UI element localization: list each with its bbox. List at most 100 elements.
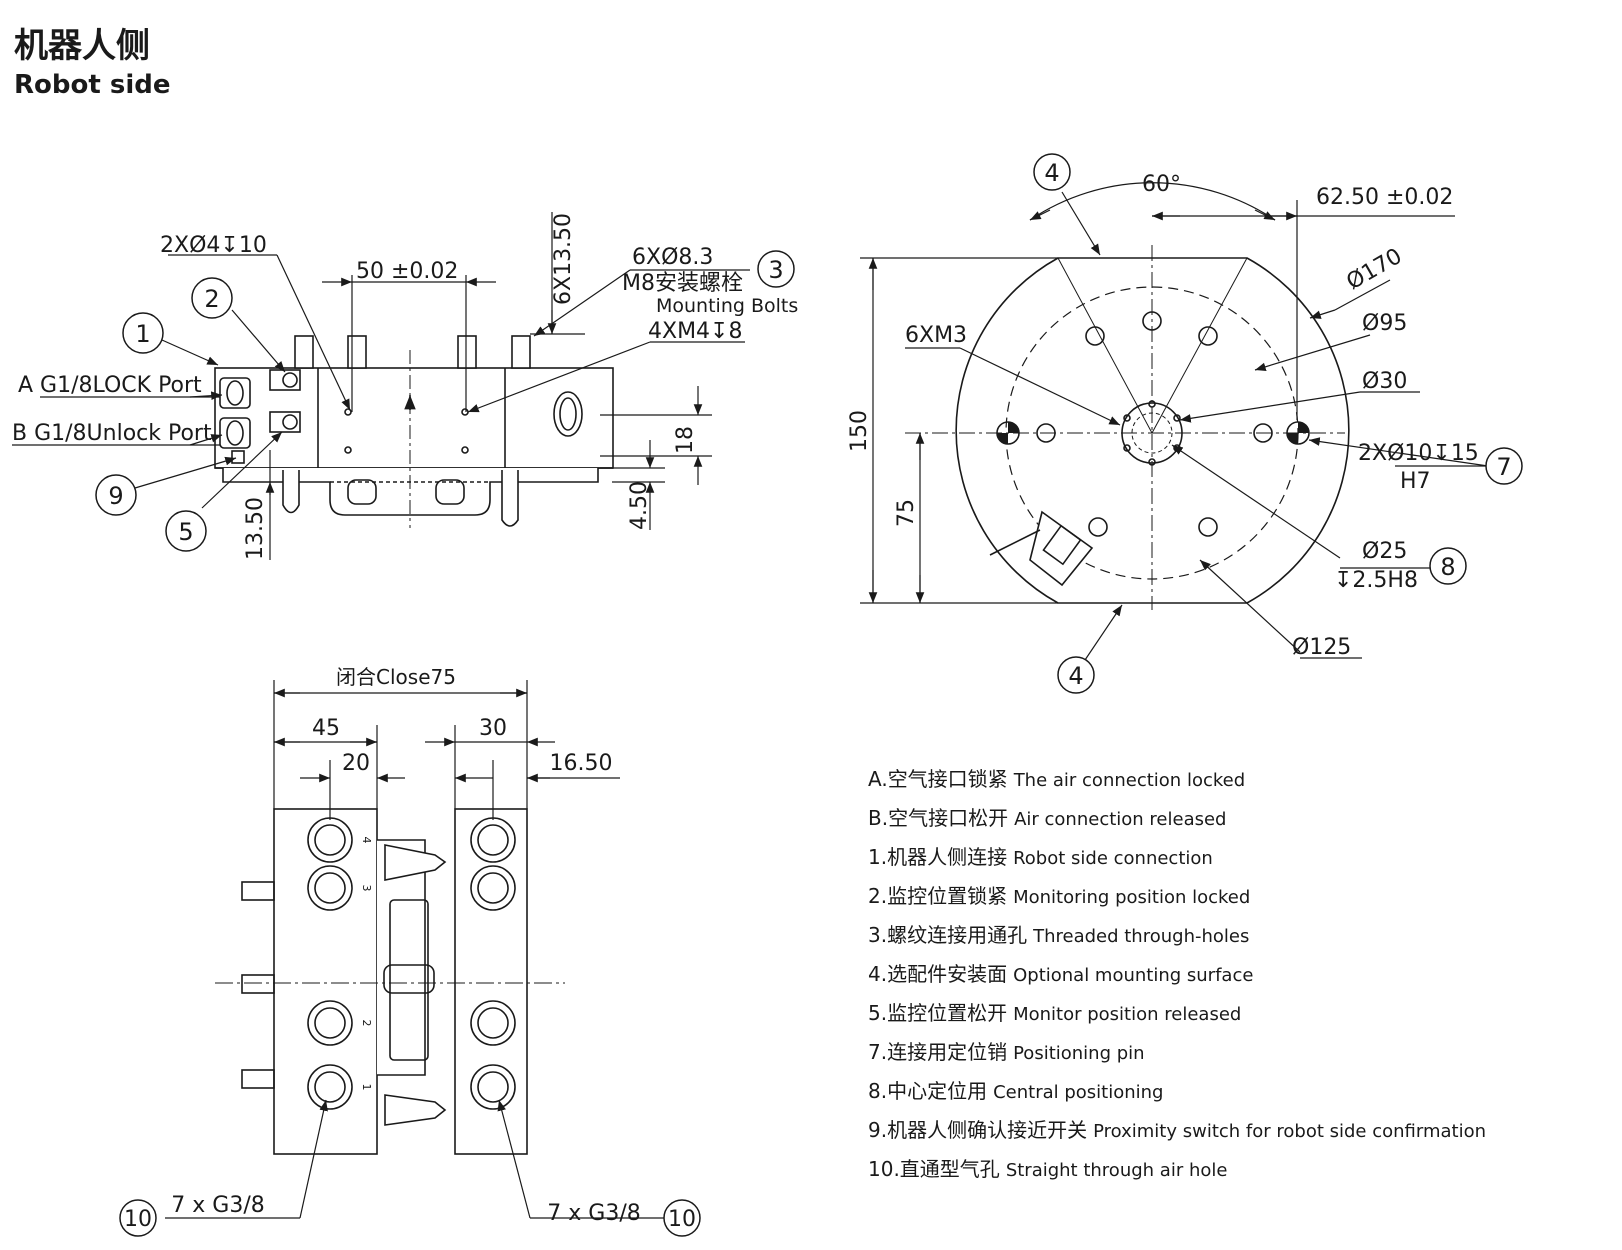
legend-item-cn: 4.选配件安装面 <box>868 962 1008 986</box>
legend-item-en: Monitoring position locked <box>1013 887 1251 908</box>
port-number-3: 3 <box>360 885 373 892</box>
legend-item-en: Monitor position released <box>1013 1004 1242 1025</box>
port-number-1: 1 <box>360 1084 373 1091</box>
bottom-view-dimensions <box>165 680 665 1219</box>
callout-2: 2 <box>204 285 219 313</box>
legend-item-cn: 5.监控位置松开 <box>868 1001 1008 1025</box>
page-subtitle: Robot side <box>14 70 171 100</box>
callout-8: 8 <box>1440 553 1455 581</box>
legend-item-cn: 2.监控位置锁紧 <box>868 884 1008 908</box>
mounting-stud <box>294 335 314 369</box>
label-dia-95: Ø95 <box>1362 311 1407 336</box>
top-view-callouts: 4 7 8 4 <box>1033 153 1523 694</box>
legend-item-en: The air connection locked <box>1013 770 1246 791</box>
legend-item-en: Air connection released <box>1014 809 1227 830</box>
legend-item-en: Central positioning <box>993 1082 1164 1103</box>
label-dia-25: Ø25 <box>1362 539 1407 564</box>
callout-5: 5 <box>178 518 193 546</box>
label-dim-6x13-50: 6X13.50 <box>551 213 576 305</box>
label-close-75: 闭合Close75 <box>336 665 456 689</box>
callout-10-right: 10 <box>668 1207 696 1232</box>
side-view <box>214 335 614 528</box>
bottom-view-port-numbers: 4 3 2 1 <box>360 837 373 1091</box>
label-2x4-hole: 2XØ4↧10 <box>160 233 267 258</box>
label-dim-20: 20 <box>342 751 370 776</box>
legend-item-cn: 8.中心定位用 <box>868 1079 988 1103</box>
label-port-left: 7 x G3/8 <box>171 1193 264 1218</box>
label-thread-6xm3: 6XM3 <box>905 323 967 348</box>
label-port-a: A G1/8LOCK Port <box>18 373 202 398</box>
legend-item-en: Optional mounting surface <box>1013 965 1254 986</box>
top-view-text: 60° 62.50 ±0.02 Ø170 Ø95 Ø30 6XM3 2XØ10↧… <box>847 172 1479 660</box>
legend-item-cn: B.空气接口松开 <box>868 806 1009 830</box>
legend-item-en: Positioning pin <box>1013 1043 1145 1064</box>
bottom-view-text: 闭合Close75 45 20 30 16.50 7 x G3/8 7 x G3… <box>171 665 640 1226</box>
callout-10-left: 10 <box>124 1207 152 1232</box>
label-dim-13-50: 13.50 <box>243 497 268 560</box>
mounting-stud <box>347 335 367 369</box>
label-depth-25: ↧2.5H8 <box>1334 568 1418 593</box>
label-dim-30: 30 <box>479 716 507 741</box>
label-dim-18: 18 <box>673 426 698 454</box>
label-dim-62-50: 62.50 ±0.02 <box>1316 185 1453 210</box>
label-dim-16-50: 16.50 <box>550 751 613 776</box>
label-dim-4-50: 4.50 <box>627 481 652 530</box>
legend-item-cn: 1.机器人侧连接 <box>868 845 1008 869</box>
callout-1: 1 <box>135 320 150 348</box>
label-dim-45: 45 <box>312 716 340 741</box>
label-dim-50: 50 ±0.02 <box>356 259 458 284</box>
side-body <box>214 367 614 469</box>
top-view-dimensions <box>860 182 1489 661</box>
port-b <box>219 417 251 449</box>
label-bolt-cn: M8安装螺栓 <box>622 271 743 296</box>
side-view-text: 2XØ4↧10 50 ±0.02 6X13.50 6XØ8.3 M8安装螺栓 M… <box>12 213 798 560</box>
sensor-released <box>269 411 301 433</box>
legend-item-cn: 10.直通型气孔 <box>868 1157 1000 1181</box>
label-pin-fit: H7 <box>1400 469 1431 494</box>
bottom-view <box>215 808 565 1155</box>
label-port-right: 7 x G3/8 <box>547 1201 640 1226</box>
mounting-stud <box>457 335 477 369</box>
label-dim-75: 75 <box>894 499 919 527</box>
label-bolt-en: Mounting Bolts <box>656 295 798 317</box>
legend-item-cn: 7.连接用定位销 <box>868 1040 1008 1064</box>
label-dia-170: Ø170 <box>1343 244 1407 295</box>
legend-item-en: Robot side connection <box>1013 848 1213 869</box>
legend-item-cn: A.空气接口锁紧 <box>868 767 1008 791</box>
callout-4-bottom: 4 <box>1068 662 1083 690</box>
legend-item-en: Straight through air hole <box>1005 1160 1228 1181</box>
page-title: 机器人侧 <box>14 26 150 66</box>
label-pin: 2XØ10↧15 <box>1358 441 1479 466</box>
top-view <box>905 245 1350 610</box>
bottom-view-callouts: 10 10 <box>119 1199 701 1237</box>
callout-7: 7 <box>1496 453 1511 481</box>
side-view-dimensions <box>12 212 750 560</box>
callout-9: 9 <box>108 482 123 510</box>
callout-4-top: 4 <box>1044 159 1059 187</box>
label-thread-4xm4: 4XM4↧8 <box>648 319 742 344</box>
callout-3: 3 <box>768 256 783 284</box>
legend-item-en: Threaded through-holes <box>1033 926 1250 947</box>
label-dim-150: 150 <box>847 410 872 452</box>
label-bolt-size: 6XØ8.3 <box>632 245 713 270</box>
mounting-stud <box>511 335 531 369</box>
port-number-2: 2 <box>360 1020 373 1027</box>
label-dia-30: Ø30 <box>1362 369 1407 394</box>
port-number-4: 4 <box>360 837 373 844</box>
label-dia-125: Ø125 <box>1292 635 1351 660</box>
label-angle-60: 60° <box>1142 172 1181 197</box>
sensor-locked <box>269 369 301 391</box>
